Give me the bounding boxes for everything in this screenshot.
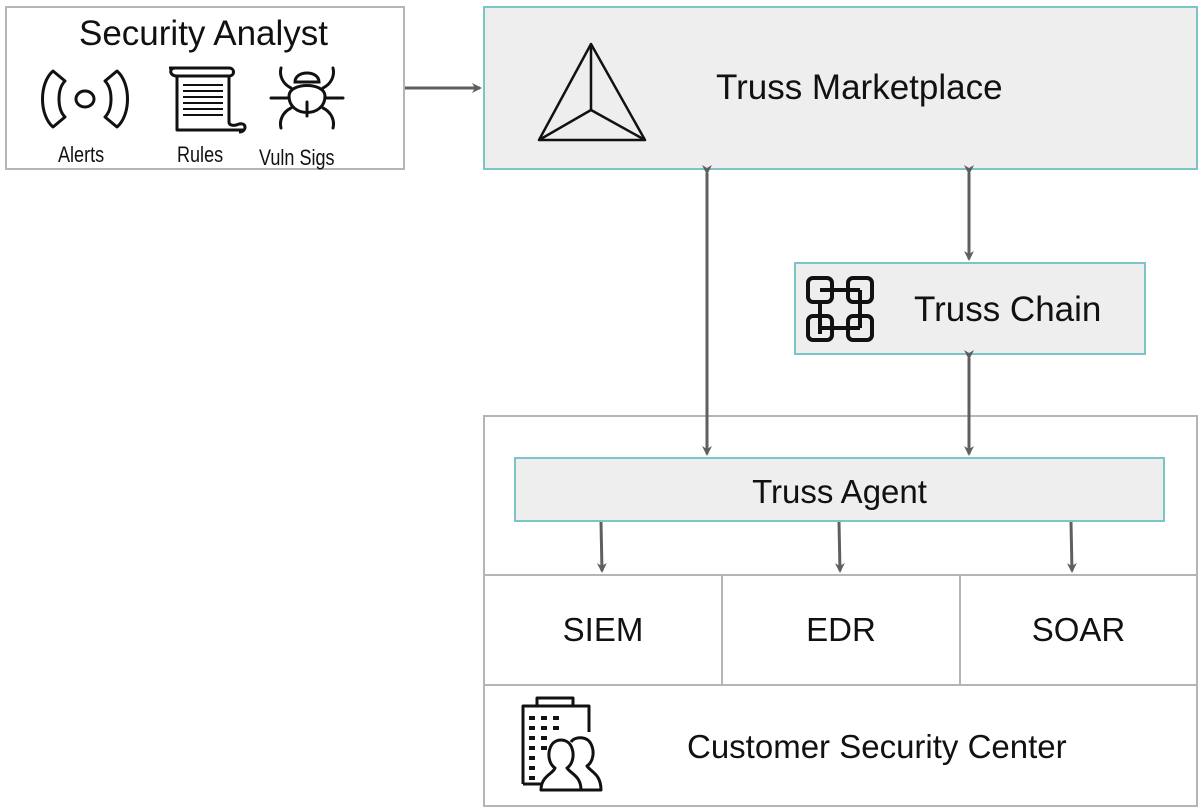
soar-cell: SOAR	[959, 574, 1198, 686]
customer-security-center-label: Customer Security Center	[687, 728, 1067, 765]
pyramid-icon	[537, 42, 647, 142]
edr-label: EDR	[806, 611, 876, 648]
vuln-sigs-label: Vuln Sigs	[259, 145, 335, 170]
building-people-icon	[521, 696, 603, 792]
alert-broadcast-icon	[41, 69, 129, 129]
truss-agent-box: Truss Agent	[514, 457, 1165, 522]
alerts-label: Alerts	[58, 142, 105, 167]
edr-cell: EDR	[721, 574, 961, 686]
truss-marketplace-box: Truss Marketplace	[483, 6, 1198, 170]
bug-icon	[269, 66, 345, 130]
truss-marketplace-label: Truss Marketplace	[716, 68, 1003, 107]
truss-chain-label: Truss Chain	[914, 290, 1102, 329]
soar-label: SOAR	[1031, 611, 1126, 648]
scroll-icon	[169, 66, 247, 134]
rules-label: Rules	[177, 142, 224, 167]
customer-security-center-row: Customer Security Center	[483, 684, 1198, 807]
security-analyst-box: Security Analyst Alerts Rules	[5, 6, 405, 170]
truss-agent-label: Truss Agent	[752, 473, 927, 510]
siem-cell: SIEM	[483, 574, 723, 686]
siem-label: SIEM	[562, 611, 644, 648]
security-analyst-title: Security Analyst	[79, 14, 328, 53]
truss-chain-box: Truss Chain	[794, 262, 1146, 355]
blockchain-icon	[806, 276, 874, 342]
